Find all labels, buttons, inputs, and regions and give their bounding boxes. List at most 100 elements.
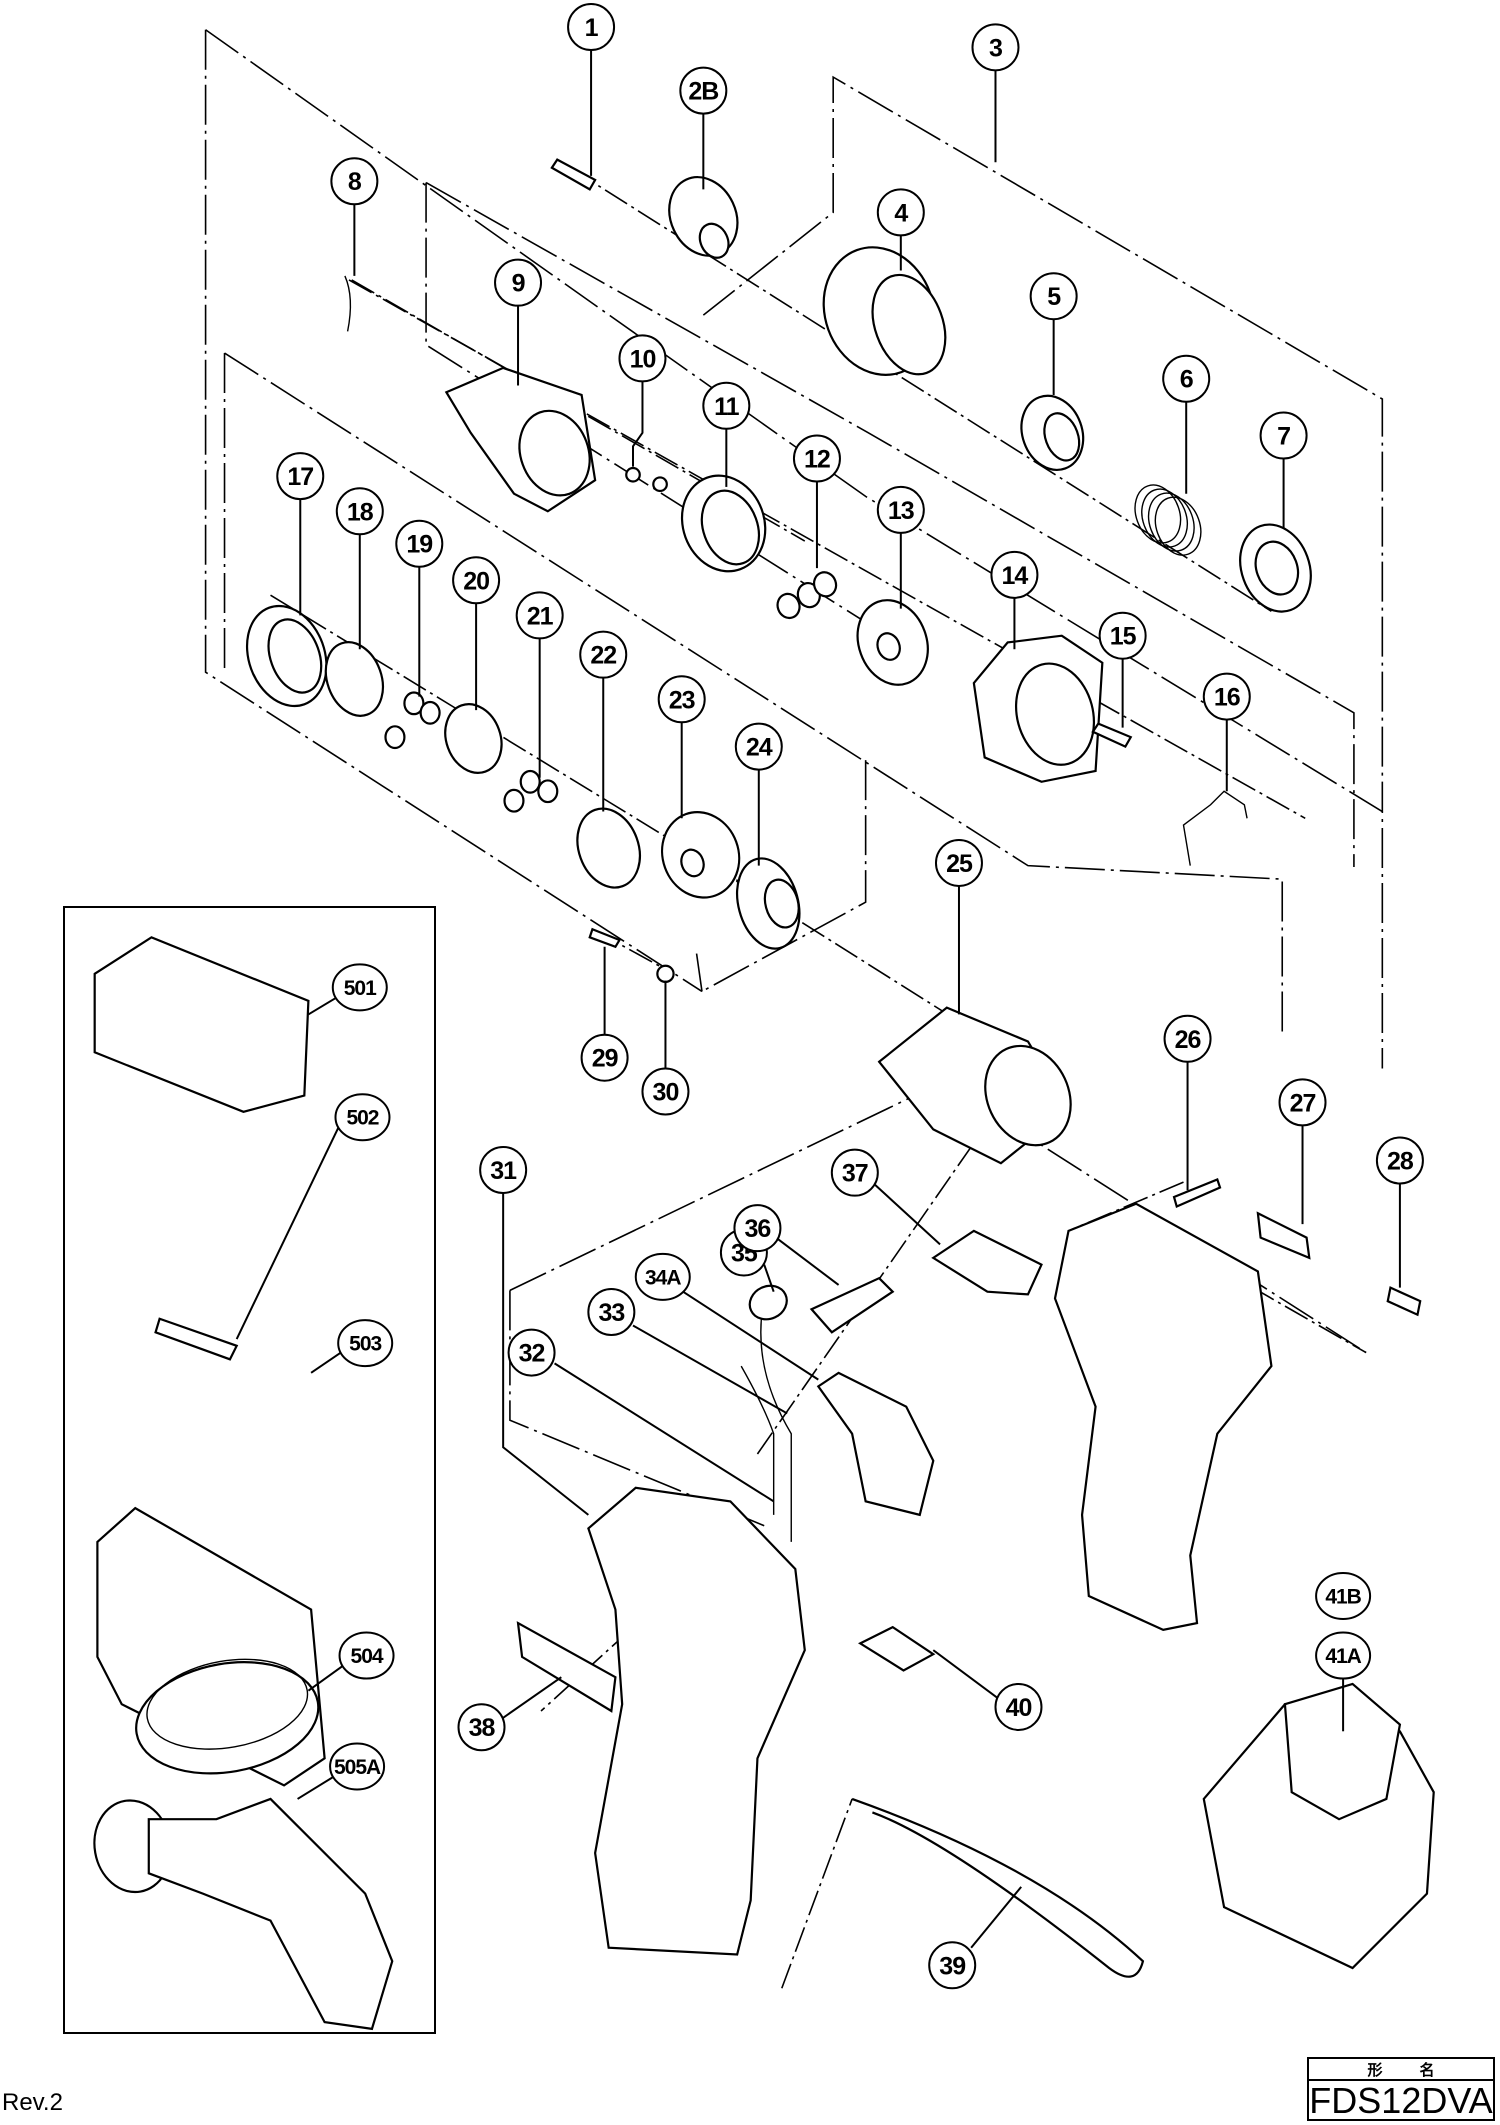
callout-number: 11 <box>714 393 740 421</box>
leader-line-31 <box>502 1192 589 1516</box>
callout-circle <box>494 258 543 307</box>
part-6-spring-coil-0 <box>1134 484 1182 544</box>
leader-line-35 <box>763 1264 775 1293</box>
callout-circle <box>331 963 388 1012</box>
callout-circle <box>479 1145 528 1194</box>
part-41-battery-stem <box>1283 1682 1402 1821</box>
leader-line-37 <box>874 1184 941 1246</box>
leader-line-36 <box>777 1238 840 1286</box>
callout-number: 41B <box>1325 1586 1361 1609</box>
callout-circle <box>567 3 616 52</box>
callout-circle <box>507 1328 556 1377</box>
callout-number: 23 <box>669 686 695 714</box>
group-outline-6 <box>224 352 1284 1035</box>
leader-line-502 <box>235 1127 340 1340</box>
callout-circle <box>337 1319 394 1368</box>
callout-number: 20 <box>463 567 489 595</box>
callout-number: 24 <box>746 734 773 762</box>
callout-25: 25 <box>934 838 983 887</box>
callout-number: 31 <box>490 1157 517 1185</box>
callout-4: 4 <box>876 188 925 237</box>
callout-circle <box>329 1742 386 1791</box>
leader-line-501 <box>307 997 336 1016</box>
callout-circle <box>994 1682 1043 1731</box>
part-24-inner <box>763 878 800 929</box>
part-28-clip <box>1386 1286 1422 1317</box>
callout-504: 504 <box>338 1631 395 1680</box>
part-26-screw <box>1172 1177 1222 1209</box>
callout-number: 30 <box>653 1079 679 1107</box>
callout-22: 22 <box>579 630 628 679</box>
callout-21: 21 <box>515 591 564 640</box>
part-19-gear-a <box>403 691 425 716</box>
callout-circle <box>330 157 379 206</box>
callout-40: 40 <box>994 1682 1043 1731</box>
part-12-gear-a <box>776 592 801 620</box>
callout-2B: 2B <box>679 66 728 115</box>
part-30-washer <box>656 964 675 984</box>
callout-circle <box>1163 1014 1212 1063</box>
callout-circle <box>618 334 667 383</box>
callout-31: 31 <box>479 1145 528 1194</box>
group-outline-1 <box>204 29 703 993</box>
callout-number: 34A <box>645 1266 681 1289</box>
callout-circle <box>641 1067 690 1116</box>
callout-number: 18 <box>347 498 374 526</box>
callout-circle <box>702 381 751 430</box>
callout-number: 41A <box>1325 1645 1361 1668</box>
callout-circle <box>734 722 783 771</box>
callout-number: 16 <box>1214 684 1240 712</box>
callout-33: 33 <box>587 1287 636 1336</box>
callout-number: 501 <box>344 977 377 1000</box>
callout-number: 37 <box>842 1160 868 1188</box>
callout-circle <box>580 1033 629 1082</box>
axis-line-3 <box>348 279 1306 820</box>
callout-28: 28 <box>1375 1136 1424 1185</box>
part-callouts: 12B3456789101112131415161718192021222324… <box>276 3 1424 1990</box>
callout-number: 13 <box>888 497 914 525</box>
callout-36: 36 <box>733 1204 782 1253</box>
callout-circle <box>1202 672 1251 721</box>
callout-13: 13 <box>876 485 925 534</box>
model-header-char-2: 名 <box>1419 2061 1435 2079</box>
leader-line-503 <box>310 1351 342 1374</box>
callout-number: 15 <box>1110 623 1137 651</box>
callout-19: 19 <box>395 519 444 568</box>
callout-5: 5 <box>1029 272 1078 321</box>
revision-label: Rev.2 <box>2 2089 63 2116</box>
part-504-top <box>146 1658 309 1750</box>
callout-circle <box>971 23 1020 72</box>
part-19-gear-b <box>419 700 441 725</box>
part-drawings <box>93 158 1435 2031</box>
callout-circle <box>792 434 841 483</box>
callout-circle <box>1315 1572 1372 1621</box>
part-12-gear-c <box>812 571 838 598</box>
callout-number: 1 <box>585 14 599 42</box>
leader-line-505A <box>297 1776 334 1800</box>
callout-circle <box>1162 354 1211 403</box>
callout-29: 29 <box>580 1033 629 1082</box>
part-33-wire <box>760 1298 792 1542</box>
callout-number: 21 <box>527 602 554 630</box>
callout-number: 39 <box>939 1952 965 1980</box>
axis-line-5 <box>702 859 1056 1083</box>
callout-circle <box>876 485 925 534</box>
callout-41B: 41B <box>1315 1572 1372 1621</box>
part-40-contact <box>857 1625 936 1672</box>
callout-number: 12 <box>804 446 830 474</box>
group-outline-8 <box>695 953 703 992</box>
callout-circle <box>1278 1078 1327 1127</box>
callout-37: 37 <box>830 1148 879 1197</box>
callout-circle <box>1375 1136 1424 1185</box>
part-29-screw <box>588 927 622 949</box>
callout-circle <box>1029 272 1078 321</box>
part-6-spring-coil-1 <box>1141 488 1189 548</box>
callout-503: 503 <box>337 1319 394 1368</box>
callout-circle <box>990 550 1039 599</box>
part-31-housing-left <box>587 1486 806 1956</box>
callout-30: 30 <box>641 1067 690 1116</box>
callout-circle <box>334 1093 391 1142</box>
callout-number: 25 <box>946 850 973 878</box>
part-19-gear-c <box>384 725 406 750</box>
part-8-pin <box>344 275 352 332</box>
